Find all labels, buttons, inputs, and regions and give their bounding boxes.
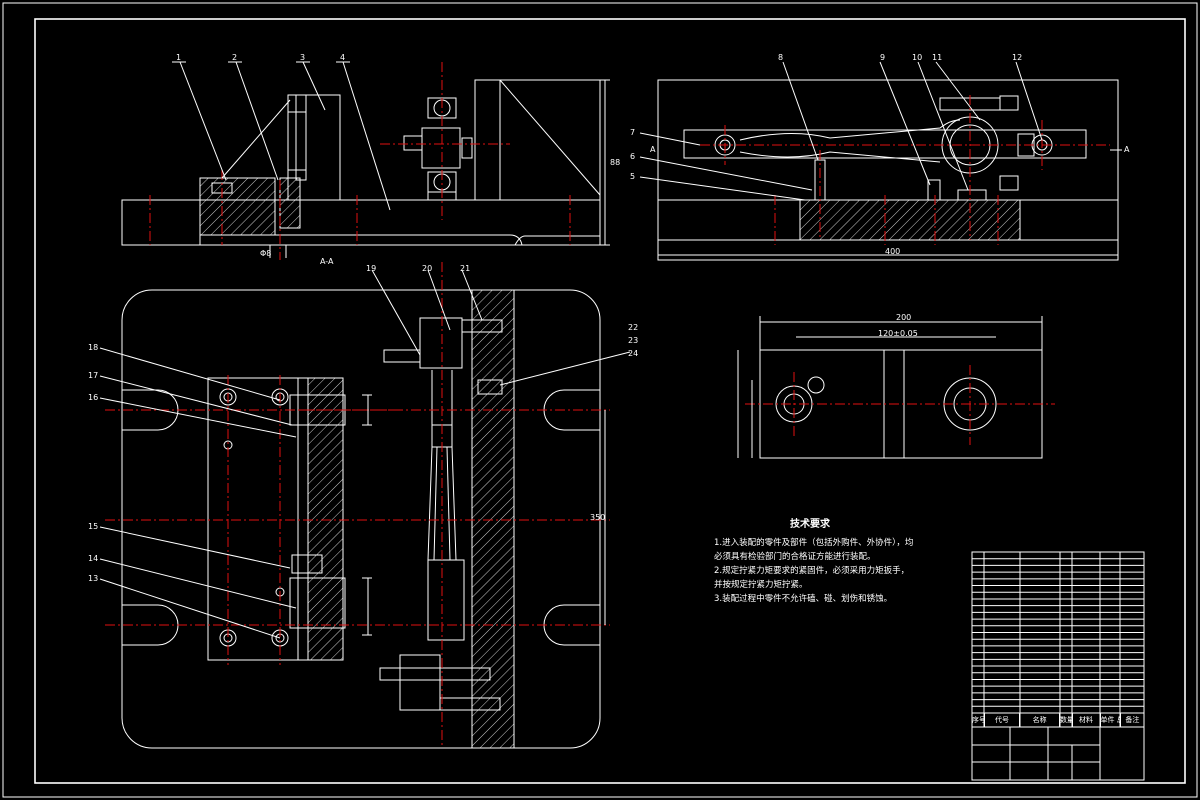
callout-3: 3 <box>300 53 305 62</box>
section-label: A-A <box>320 257 334 266</box>
bom-header-qty: 数量 <box>1060 713 1073 727</box>
callout-22: 22 <box>628 323 638 332</box>
tech-requirement-3: 3.装配过程中零件不允许磕、碰、划伤和锈蚀。 <box>714 594 893 604</box>
callout-18: 18 <box>88 343 98 352</box>
callout-14: 14 <box>88 554 98 563</box>
callout-9: 9 <box>880 53 885 62</box>
bom-header-remark: 备注 <box>1125 716 1140 724</box>
callout-13: 13 <box>88 574 98 583</box>
svg-text:88: 88 <box>610 158 620 167</box>
callout-23: 23 <box>628 336 638 345</box>
callout-7: 7 <box>630 128 635 137</box>
section-view-aa: 88 Φ8 1 2 3 4 A-A <box>121 53 620 266</box>
svg-text:350: 350 <box>590 513 605 522</box>
inner-frame <box>34 18 1186 784</box>
tech-requirement-1: 1.进入装配的零件及部件（包括外购件、外协件），均必须具有检验部门的合格证方能进… <box>714 538 914 562</box>
bom-header-material: 材料 <box>1073 713 1101 727</box>
bom-header-name: 名称 <box>1020 713 1060 727</box>
callout-21: 21 <box>460 264 470 273</box>
callout-20: 20 <box>422 264 432 273</box>
tech-requirement-2: 2.规定拧紧力矩要求的紧固件，必须采用力矩扳手，并按规定拧紧力矩拧紧。 <box>714 566 910 590</box>
callout-2: 2 <box>232 53 237 62</box>
tech-requirements-list: 1.进入装配的零件及部件（包括外购件、外协件），均必须具有检验部门的合格证方能进… <box>714 536 914 606</box>
svg-text:200: 200 <box>896 313 911 322</box>
callout-15: 15 <box>88 522 98 531</box>
svg-text:400: 400 <box>885 247 900 256</box>
plate-view: 200 120±0.05 <box>737 313 1055 459</box>
bom-header-code: 代号 <box>985 713 1021 727</box>
bom-header-row: 序号 代号 名称 数量 材料 单件 总计 重量 备注 <box>972 713 1144 727</box>
callout-4: 4 <box>340 53 345 62</box>
callout-19: 19 <box>366 264 376 273</box>
bom-header-seq: 序号 <box>972 713 985 727</box>
callout-12: 12 <box>1012 53 1022 62</box>
svg-text:A: A <box>1124 145 1130 154</box>
callout-6: 6 <box>630 152 635 161</box>
callout-5: 5 <box>630 172 635 181</box>
plan-view: 350 18 17 16 15 14 13 19 20 21 22 23 24 <box>88 262 638 749</box>
callout-1: 1 <box>176 53 181 62</box>
front-view: 400 A A 8 9 10 11 12 7 6 5 <box>630 53 1130 261</box>
bom-header-weight: 单件 总计 重量 <box>1101 713 1121 727</box>
bom-table <box>971 551 1145 781</box>
callout-8: 8 <box>778 53 783 62</box>
callout-17: 17 <box>88 371 98 380</box>
callout-11: 11 <box>932 53 942 62</box>
svg-text:Φ8: Φ8 <box>260 249 271 258</box>
svg-text:A: A <box>650 145 656 154</box>
tech-requirements-title: 技术要求 <box>790 519 830 530</box>
callout-10: 10 <box>912 53 922 62</box>
callout-16: 16 <box>88 393 98 402</box>
callout-24: 24 <box>628 349 638 358</box>
svg-text:120±0.05: 120±0.05 <box>878 329 918 338</box>
